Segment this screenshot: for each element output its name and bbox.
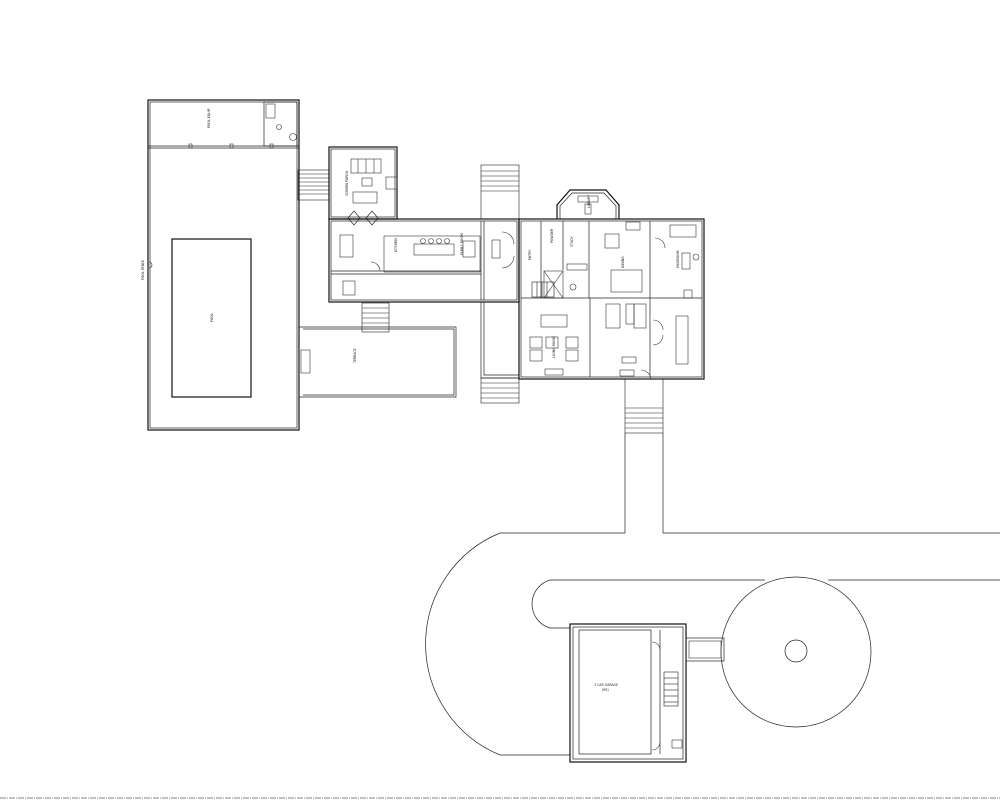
front-walk <box>624 378 664 533</box>
dining-label: DINING <box>621 256 625 268</box>
stair-north <box>480 164 520 220</box>
driveway <box>425 532 1000 756</box>
kitchen-wing: KITCHEN FAMILY ROOM <box>328 218 520 303</box>
entry-label: ENTRY <box>528 250 532 260</box>
pool-area: POOL EQUIP. POOL POOL FENCE <box>141 99 300 431</box>
kitchen-label: KITCHEN <box>394 238 398 252</box>
garage-label: 3 CAR GARAGE <box>594 683 618 687</box>
screen-porch: SCREEN PORCH <box>328 146 398 226</box>
pool-equipment-label: POOL EQUIP. <box>207 108 211 128</box>
pool <box>171 238 252 398</box>
main-house: LIBRARY STUDY POWDER ENTRY DINING MUDROO… <box>518 189 705 381</box>
loggia-walkway <box>480 302 520 404</box>
screen-porch-label: SCREEN PORCH <box>345 170 349 196</box>
garage-sublabel: (RE) <box>602 688 609 692</box>
garage: 3 CAR GARAGE (RE) <box>569 623 725 763</box>
pool-label: POOL <box>210 313 214 322</box>
powder-label: POWDER <box>550 228 554 243</box>
library-label: LIBRARY <box>587 195 591 208</box>
pool-fence-label: POOL FENCE <box>141 260 145 280</box>
terrace-label: TERRACE <box>353 348 357 364</box>
study-label: STUDY <box>570 236 574 247</box>
living-room-label: LIVING ROOM <box>552 336 556 358</box>
terrace: TERRACE <box>299 326 457 398</box>
family-room-label: FAMILY ROOM <box>460 233 464 255</box>
mudroom-label: MUDROOM <box>676 250 680 268</box>
stair-terrace <box>361 302 390 333</box>
stair-north-west <box>297 169 330 201</box>
